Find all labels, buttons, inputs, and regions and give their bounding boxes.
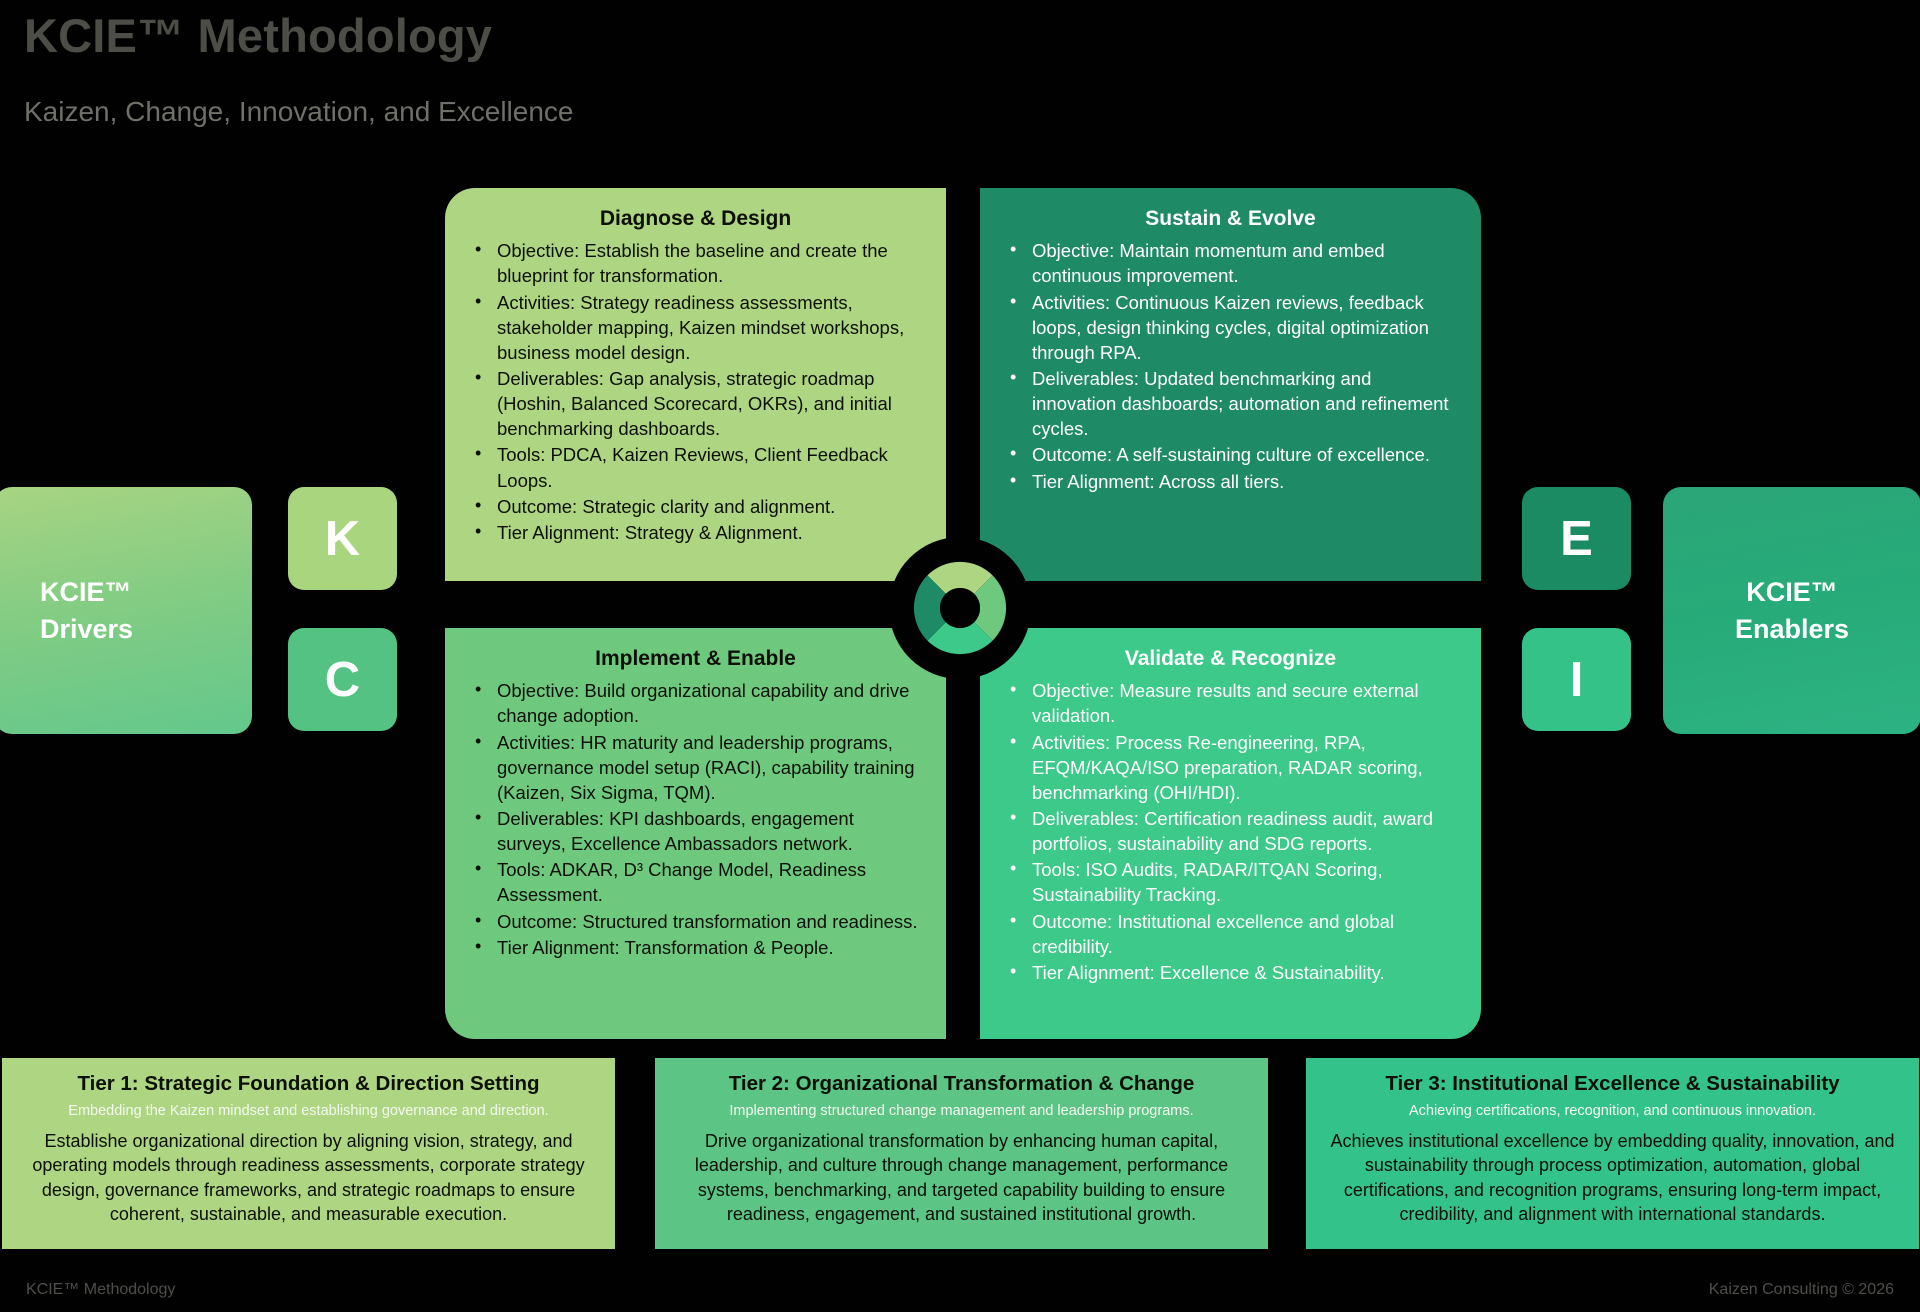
page-subtitle: Kaizen, Change, Innovation, and Excellen… <box>24 96 574 127</box>
tier-body: Drive organizational transformation by e… <box>694 1130 1229 1225</box>
footer-bar: KCIE™ Methodology Kaizen Consulting © 20… <box>0 1267 1920 1312</box>
bullet-item: Outcome: Institutional excellence and gl… <box>1004 908 1457 959</box>
bullet-item: Tier Alignment: Strategy & Alignment. <box>469 519 922 545</box>
bullet-item: Outcome: Strategic clarity and alignment… <box>469 493 922 519</box>
footer-left-label: KCIE™ Methodology <box>26 1280 176 1298</box>
bullet-item: Activities: HR maturity and leadership p… <box>469 728 922 805</box>
bullet-item: Objective: Establish the baseline and cr… <box>469 237 922 288</box>
bullet-item: Activities: Process Re-engineering, RPA,… <box>1004 728 1457 805</box>
drivers-label-line2: Drivers <box>40 613 134 644</box>
bullet-item: Deliverables: Updated benchmarking and i… <box>1004 365 1457 441</box>
kcie-cycle-donut-icon <box>913 561 1007 655</box>
tier-subtitle: Achieving certifications, recognition, a… <box>1408 1102 1817 1119</box>
kcie-enablers-panel: KCIE™ Enablers <box>1663 487 1920 734</box>
kcie-drivers-panel: KCIE™ Drivers <box>0 487 252 734</box>
tier-title: Tier 1: Strategic Foundation & Direction… <box>77 1072 540 1095</box>
drivers-label-line1: KCIE™ <box>40 576 132 607</box>
quadrant-sustain-evolve[interactable]: Sustain & Evolve Objective: Maintain mom… <box>980 188 1481 581</box>
bullet-item: Deliverables: KPI dashboards, engagement… <box>469 805 922 856</box>
bullet-item: Tools: PDCA, Kaizen Reviews, Client Feed… <box>469 441 922 492</box>
tier-subtitle: Embedding the Kaizen mindset and establi… <box>68 1102 549 1119</box>
bullet-item: Outcome: Structured transformation and r… <box>469 908 922 934</box>
implement-enable-segment <box>960 575 1007 641</box>
quadrant-bullet-list: Objective: Build organizational capabili… <box>469 677 922 960</box>
bullet-item: Tools: ADKAR, D³ Change Model, Readiness… <box>469 856 922 907</box>
page-title: KCIE™ Methodology <box>24 9 493 62</box>
tier-card-1[interactable]: Tier 1: Strategic Foundation & Direction… <box>2 1058 615 1249</box>
bullet-item: Objective: Measure results and secure ex… <box>1004 677 1457 728</box>
quadrant-implement-enable[interactable]: Implement & Enable Objective: Build orga… <box>445 628 946 1039</box>
enablers-label-line2: Enablers <box>1734 613 1850 644</box>
badge-i[interactable]: I <box>1522 628 1631 731</box>
quadrant-bullet-list: Objective: Maintain momentum and embed c… <box>1004 237 1457 494</box>
bullet-item: Activities: Continuous Kaizen reviews, f… <box>1004 288 1457 365</box>
bullet-item: Outcome: A self-sustaining culture of ex… <box>1004 441 1457 467</box>
bullet-item: Activities: Strategy readiness assessmen… <box>469 288 922 365</box>
quadrant-title: Sustain & Evolve <box>1145 207 1316 230</box>
tier-title: Tier 3: Institutional Excellence & Susta… <box>1385 1072 1840 1095</box>
bullet-item: Tools: ISO Audits, RADAR/ITQAN Scoring, … <box>1004 856 1457 907</box>
tier-card-3[interactable]: Tier 3: Institutional Excellence & Susta… <box>1306 1058 1919 1249</box>
quadrant-title: Diagnose & Design <box>599 207 792 230</box>
tier-card-2[interactable]: Tier 2: Organizational Transformation & … <box>655 1058 1268 1249</box>
quadrant-title: Validate & Recognize <box>1124 647 1337 670</box>
bullet-item: Objective: Build organizational capabili… <box>469 677 922 728</box>
quadrant-bullet-list: Objective: Establish the baseline and cr… <box>469 237 922 545</box>
tier-title: Tier 2: Organizational Transformation & … <box>728 1072 1195 1095</box>
bullet-item: Tier Alignment: Excellence & Sustainabil… <box>1004 959 1457 985</box>
bullet-item: Objective: Maintain momentum and embed c… <box>1004 237 1457 288</box>
quadrant-diagnose-design[interactable]: Diagnose & Design Objective: Establish t… <box>445 188 946 581</box>
footer-right-label: Kaizen Consulting © 2026 <box>1708 1280 1894 1298</box>
badge-e[interactable]: E <box>1522 487 1631 590</box>
badge-k[interactable]: K <box>288 487 397 590</box>
sustain-evolve-segment <box>913 575 960 641</box>
validate-recognize-segment <box>927 608 993 655</box>
diagnose-design-segment <box>927 561 993 608</box>
bullet-item: Tier Alignment: Across all tiers. <box>1004 468 1457 494</box>
badge-c[interactable]: C <box>288 628 397 731</box>
bullet-item: Deliverables: Certification readiness au… <box>1004 805 1457 856</box>
quadrant-title: Implement & Enable <box>595 647 796 670</box>
bullet-item: Deliverables: Gap analysis, strategic ro… <box>469 365 922 441</box>
quadrant-validate-recognize[interactable]: Validate & Recognize Objective: Measure … <box>980 628 1481 1039</box>
bullet-item: Tier Alignment: Transformation & People. <box>469 934 922 960</box>
enablers-label-line1: KCIE™ <box>1746 576 1838 607</box>
quadrant-bullet-list: Objective: Measure results and secure ex… <box>1004 677 1457 985</box>
tier-subtitle: Implementing structured change managemen… <box>729 1102 1194 1119</box>
center-hub <box>889 537 1031 679</box>
tier-body: Achieves institutional excellence by emb… <box>1330 1130 1895 1225</box>
tier-body: Establishe organizational direction by a… <box>32 1130 585 1225</box>
